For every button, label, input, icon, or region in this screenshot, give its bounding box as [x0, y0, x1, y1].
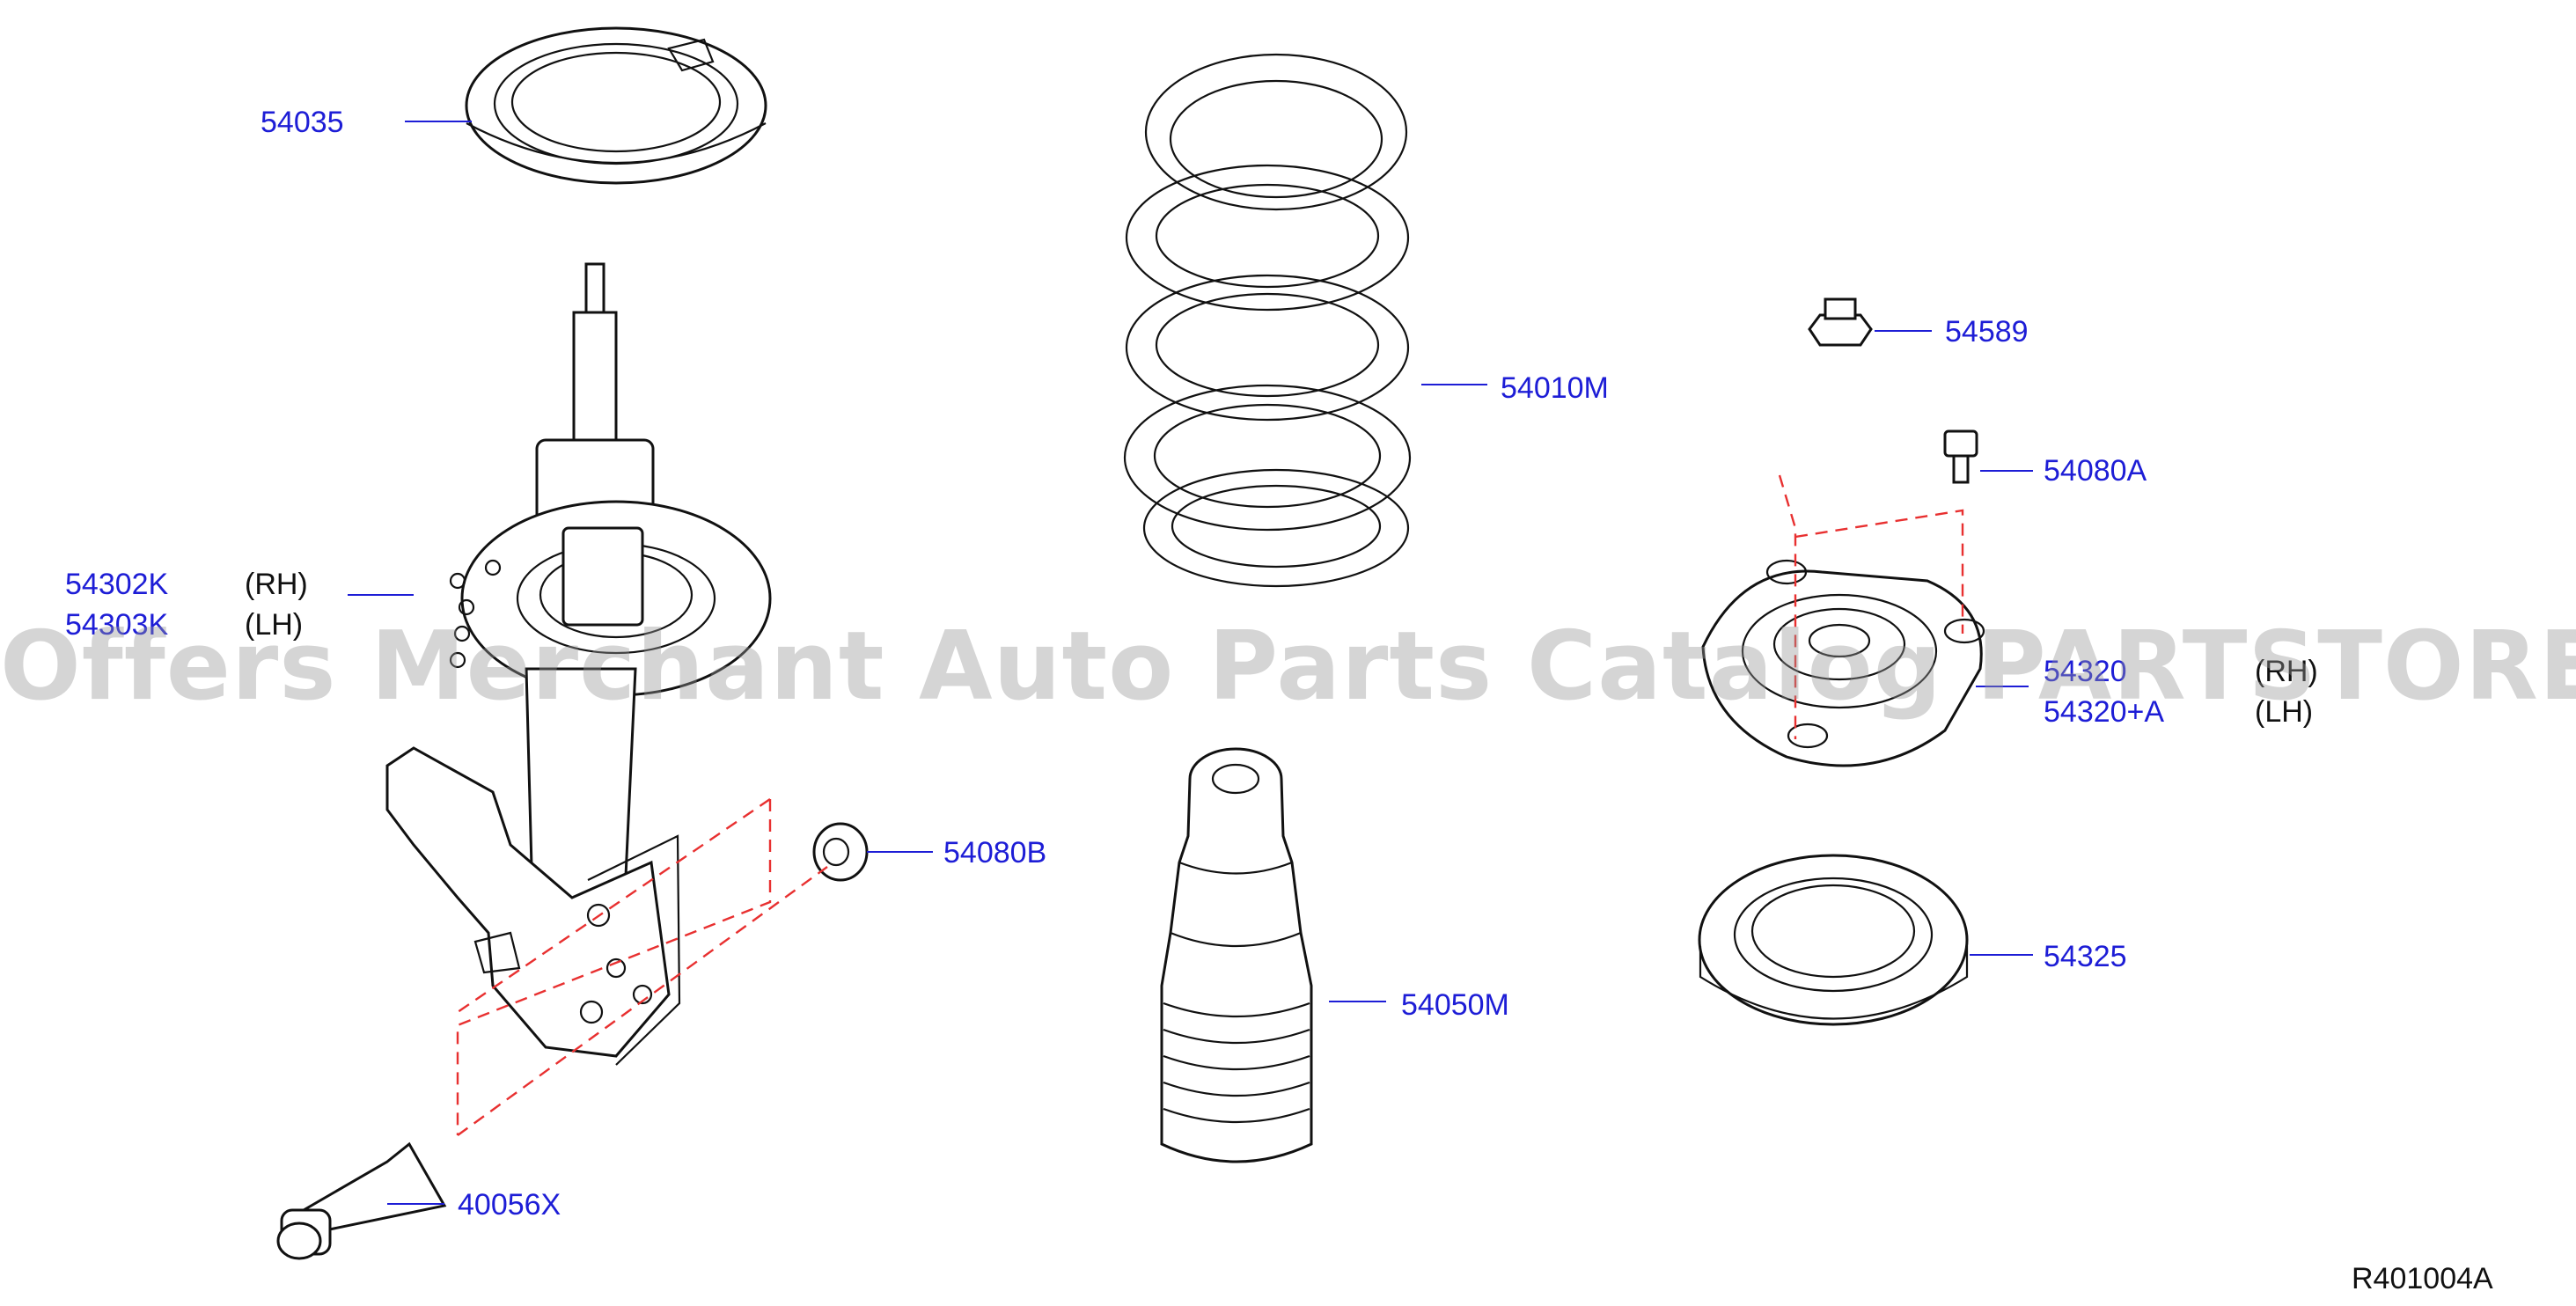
spring-seat-54035[interactable] — [465, 26, 767, 185]
bearing-54325[interactable] — [1698, 854, 1969, 1026]
diagram-reference-code: R401004A — [2352, 1262, 2493, 1295]
callout-54035[interactable]: 54035 — [261, 106, 344, 139]
callout-54589[interactable]: 54589 — [1945, 315, 2029, 349]
callout-54302K[interactable]: 54302K — [65, 568, 169, 601]
leader-lines — [348, 121, 2033, 1205]
bolt-54080A[interactable] — [1943, 429, 1978, 484]
coil-spring-54010M[interactable] — [1123, 53, 1412, 588]
side-lh-54320-A: (LH) — [2255, 695, 2314, 729]
strut-mount-54320[interactable] — [1701, 559, 1985, 767]
callout-54080A[interactable]: 54080A — [2044, 454, 2147, 488]
side-rh-54320: (RH) — [2255, 655, 2318, 688]
strut-assembly-54302K[interactable] — [385, 262, 772, 1066]
callout-54320-A[interactable]: 54320+A — [2044, 695, 2165, 729]
side-rh-54302K: (RH) — [245, 568, 308, 601]
dust-boot-54050M[interactable] — [1160, 747, 1313, 1163]
callout-40056X[interactable]: 40056X — [458, 1188, 561, 1222]
callout-54320[interactable]: 54320 — [2044, 655, 2127, 688]
nut-54589[interactable] — [1808, 297, 1873, 347]
callout-54303K[interactable]: 54303K — [65, 608, 169, 642]
side-lh-54303K: (LH) — [245, 608, 304, 642]
callout-54010M[interactable]: 54010M — [1501, 371, 1609, 405]
callout-54050M[interactable]: 54050M — [1401, 988, 1509, 1022]
bolt-40056X[interactable] — [276, 1141, 447, 1260]
assembly-guide-lines — [456, 474, 1964, 1136]
callout-54325[interactable]: 54325 — [2044, 940, 2127, 973]
callout-54080B[interactable]: 54080B — [943, 836, 1047, 869]
